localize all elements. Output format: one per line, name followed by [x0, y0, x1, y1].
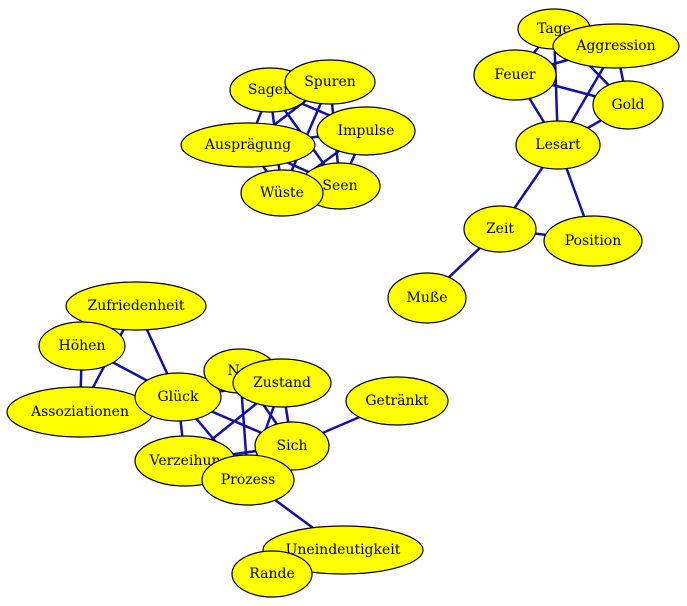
node-label-lesart: Lesart	[535, 137, 581, 153]
node-label-getraenkt: Getränkt	[365, 393, 429, 409]
node-ellipse-sich	[254, 421, 330, 471]
node-lesart: Lesart	[515, 120, 601, 170]
node-gold: Gold	[592, 80, 664, 130]
node-ellipse-glueck	[134, 372, 222, 422]
node-ellipse-zufriedenheit	[65, 281, 207, 331]
node-label-sagen: Sagen	[248, 82, 292, 98]
node-label-spuren: Spuren	[304, 74, 356, 90]
node-ellipse-position	[543, 215, 643, 267]
node-hoehen: Höhen	[38, 321, 126, 371]
node-label-impulse: Impulse	[338, 123, 395, 139]
node-label-verzeihung: Verzeihun	[149, 453, 221, 469]
node-zufriedenheit: Zufriedenheit	[65, 281, 207, 331]
node-rande: Rande	[231, 550, 313, 598]
node-ellipse-getraenkt	[345, 376, 449, 426]
node-label-tage: Tage	[537, 21, 571, 37]
node-aggression: Aggression	[552, 23, 680, 69]
node-ellipse-aggression	[552, 23, 680, 69]
node-prozess: Prozess	[201, 454, 295, 506]
node-label-feuer: Feuer	[494, 67, 536, 83]
node-label-sich: Sich	[277, 438, 308, 454]
node-label-uneindeutigkeit: Uneindeutigkeit	[286, 542, 401, 558]
node-wueste: Wüste	[240, 169, 324, 217]
node-ellipse-prozess	[201, 454, 295, 506]
node-ellipse-feuer	[473, 49, 557, 101]
node-label-auspraegung: Ausprägung	[204, 137, 291, 153]
node-ellipse-zustand	[232, 358, 332, 408]
node-label-zufriedenheit: Zufriedenheit	[87, 298, 184, 314]
node-ellipse-hoehen	[38, 321, 126, 371]
node-label-gold: Gold	[611, 97, 644, 113]
node-glueck: Glück	[134, 372, 222, 422]
node-ellipse-musse	[387, 272, 467, 324]
node-ellipse-wueste	[240, 169, 324, 217]
node-label-glueck: Glück	[157, 389, 199, 405]
node-zustand: Zustand	[232, 358, 332, 408]
node-ellipse-auspraegung	[180, 122, 316, 168]
node-label-rande: Rande	[249, 566, 294, 582]
node-label-zustand: Zustand	[253, 375, 311, 391]
node-auspraegung: Ausprägung	[180, 122, 316, 168]
node-spuren: Spuren	[284, 59, 376, 105]
node-musse: Muße	[387, 272, 467, 324]
node-feuer: Feuer	[473, 49, 557, 101]
node-impulse: Impulse	[316, 106, 416, 156]
node-position: Position	[543, 215, 643, 267]
node-label-zeit: Zeit	[486, 221, 514, 237]
node-label-position: Position	[565, 233, 622, 249]
node-label-hoehen: Höhen	[59, 338, 106, 354]
node-label-wueste: Wüste	[260, 185, 304, 201]
node-zeit: Zeit	[463, 205, 537, 253]
node-label-assoziationen: Assoziationen	[30, 404, 129, 420]
node-label-aggression: Aggression	[575, 38, 655, 54]
node-assoziationen: Assoziationen	[6, 386, 154, 438]
node-ellipse-lesart	[515, 120, 601, 170]
node-label-seen: Seen	[322, 178, 357, 194]
node-ellipse-impulse	[316, 106, 416, 156]
node-ellipse-spuren	[284, 59, 376, 105]
node-getraenkt: Getränkt	[345, 376, 449, 426]
node-label-musse: Muße	[407, 290, 448, 306]
node-label-prozess: Prozess	[221, 472, 276, 488]
node-sich: Sich	[254, 421, 330, 471]
node-ellipse-rande	[231, 550, 313, 598]
node-ellipse-gold	[592, 80, 664, 130]
node-ellipse-zeit	[463, 205, 537, 253]
